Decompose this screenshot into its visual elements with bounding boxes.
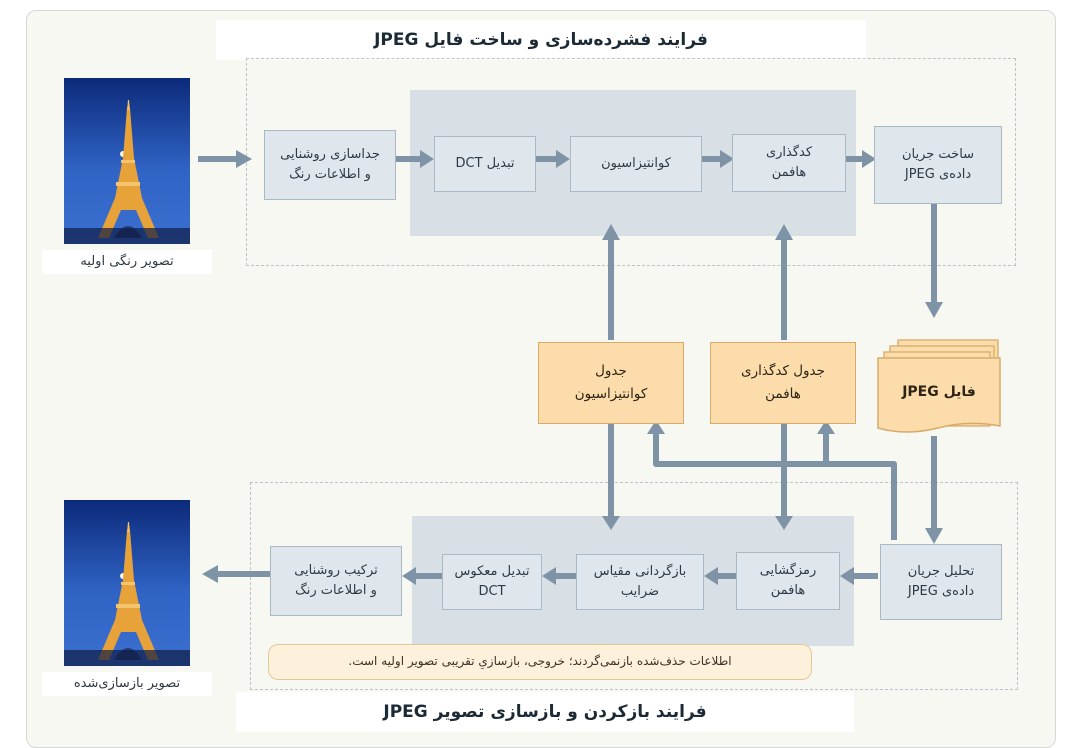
quantization-table-box: جدول کوانتیزاسیون — [538, 342, 684, 424]
jpeg-stream-parse-box: تحلیل جریان داده‌ی JPEG — [880, 544, 1002, 620]
huffman-decoding-box: رمزگشایی هافمن — [736, 552, 840, 610]
dct-box: تبدیل DCT — [434, 136, 536, 192]
quantization-box: کوانتیزاسیون — [570, 136, 702, 192]
dequantization-box: بازگردانی مقیاس ضرایب — [576, 554, 704, 610]
jpeg-stream-build-box: ساخت جریان داده‌ی JPEG — [874, 126, 1002, 204]
reconstructed-image-caption: تصویر بازسازی‌شده — [42, 672, 212, 696]
jpeg-file-label: فایل JPEG — [902, 384, 976, 400]
original-image-caption: تصویر رنگی اولیه — [42, 250, 212, 274]
huffman-coding-box: کدگذاری هافمن — [732, 134, 846, 192]
title-compression: فرایند فشرده‌سازی و ساخت فایل JPEG — [216, 20, 866, 60]
color-combine-box: ترکیب روشنایی و اطلاعات رنگ — [270, 546, 402, 616]
jpeg-file-icon — [877, 339, 1001, 433]
decompression-region — [250, 482, 1018, 690]
original-image — [64, 78, 190, 244]
title-decompression: فرایند بازکردن و بازسازی تصویر JPEG — [236, 692, 854, 732]
huffman-table-box: جدول کدگذاری هافمن — [710, 342, 856, 424]
color-separation-box: جداسازی روشنایی و اطلاعات رنگ — [264, 130, 396, 200]
reconstructed-image — [64, 500, 190, 666]
inverse-dct-box: تبدیل معکوس DCT — [442, 554, 542, 610]
approximation-note: اطلاعات حذف‌شده بازنمی‌گردند؛ خروجی، باز… — [268, 644, 812, 680]
